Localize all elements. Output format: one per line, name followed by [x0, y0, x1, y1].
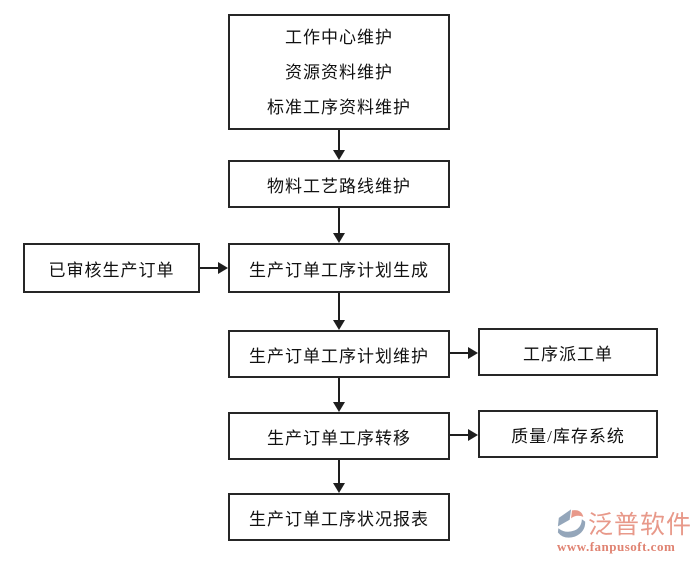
arrow-down-icon — [333, 233, 345, 243]
node-label: 已审核生产订单 — [48, 260, 175, 280]
arrow-down-icon — [333, 402, 345, 412]
arrow-shaft — [450, 434, 468, 436]
node-basic-data-maintenance: 工作中心维护 资源资料维护 标准工序资料维护 — [228, 14, 450, 130]
arrow-shaft — [338, 208, 340, 233]
arrow-process-transfer-to-quality-inventory — [450, 429, 478, 441]
node-label: 物料工艺路线维护 — [267, 176, 411, 196]
arrow-plan-maintenance-to-process-transfer — [333, 378, 345, 412]
node-label: 工作中心维护 — [285, 27, 393, 47]
node-label: 生产订单工序状况报表 — [249, 509, 429, 529]
node-label: 资源资料维护 — [285, 62, 393, 82]
node-label: 生产订单工序计划生成 — [249, 260, 429, 280]
node-label: 工序派工单 — [523, 344, 613, 364]
arrow-shaft — [338, 293, 340, 320]
arrow-shaft — [338, 130, 340, 150]
node-label: 生产订单工序转移 — [267, 428, 411, 448]
arrow-down-icon — [333, 320, 345, 330]
fanpu-logo-icon — [557, 508, 586, 538]
arrow-routing-to-plan-generation — [333, 208, 345, 243]
fanpu-brand-text: 泛普软件 — [588, 512, 691, 539]
node-label: 质量/库存系统 — [511, 426, 625, 446]
arrow-shaft — [200, 267, 218, 269]
node-process-plan-generation: 生产订单工序计划生成 — [228, 243, 450, 293]
arrow-approved-order-to-plan-generation — [200, 262, 228, 274]
arrow-down-icon — [333, 150, 345, 160]
arrow-shaft — [338, 378, 340, 402]
node-approved-production-order: 已审核生产订单 — [23, 243, 200, 293]
fanpu-logo-row: 泛普软件 — [556, 505, 691, 541]
node-label: 标准工序资料维护 — [267, 97, 411, 117]
arrow-right-icon — [468, 347, 478, 359]
fanpu-url-text: www.fanpusoft.com — [557, 539, 676, 554]
arrow-down-icon — [333, 483, 345, 493]
node-process-plan-maintenance: 生产订单工序计划维护 — [228, 330, 450, 378]
node-process-status-report: 生产订单工序状况报表 — [228, 493, 450, 541]
arrow-shaft — [338, 460, 340, 483]
node-label: 生产订单工序计划维护 — [249, 346, 429, 366]
arrow-plan-generation-to-plan-maintenance — [333, 293, 345, 330]
node-dispatch-order: 工序派工单 — [478, 328, 658, 376]
node-quality-inventory-system: 质量/库存系统 — [478, 410, 658, 458]
arrow-shaft — [450, 352, 468, 354]
arrow-right-icon — [218, 262, 228, 274]
node-process-transfer: 生产订单工序转移 — [228, 412, 450, 460]
arrow-basic-data-to-routing — [333, 130, 345, 160]
node-material-routing-maintenance: 物料工艺路线维护 — [228, 160, 450, 208]
arrow-process-transfer-to-status-report — [333, 460, 345, 493]
arrow-plan-maintenance-to-dispatch-order — [450, 347, 478, 359]
arrow-right-icon — [468, 429, 478, 441]
fanpu-logo: 泛普软件 www.fanpusoft.com — [556, 505, 691, 555]
